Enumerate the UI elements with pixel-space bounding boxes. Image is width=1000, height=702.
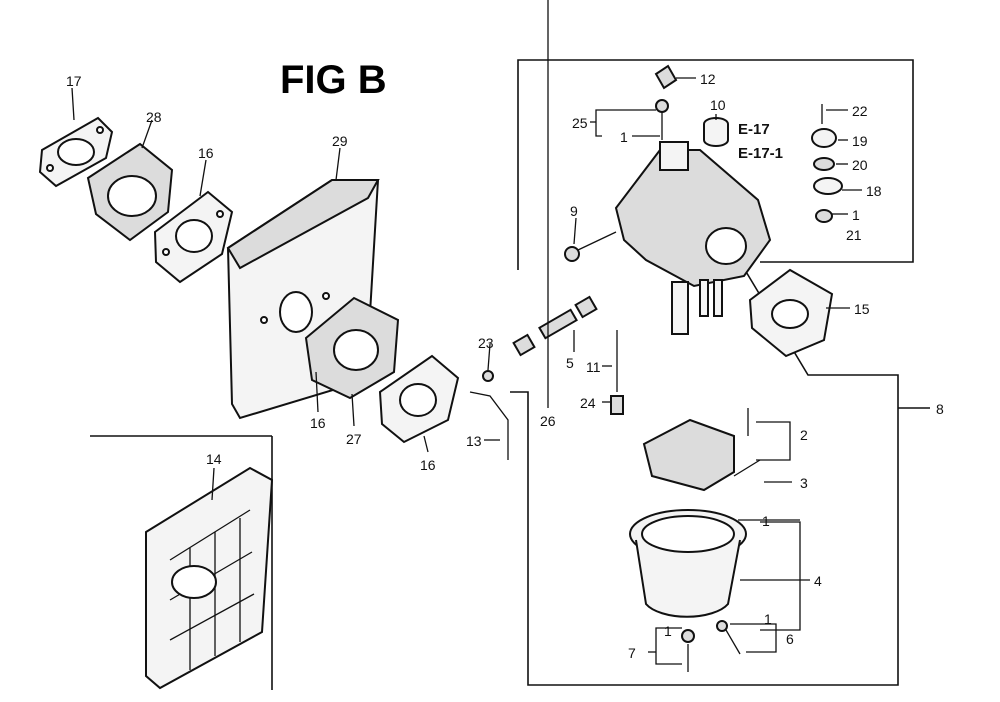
callout-16-a: 16 (198, 145, 214, 161)
small-parts (469, 295, 624, 460)
callout-1-a: 1 (620, 129, 628, 145)
callout-14: 14 (206, 451, 222, 467)
callout-10: 10 (710, 97, 726, 113)
callout-27: 27 (346, 431, 362, 447)
part-9-screw (564, 231, 617, 262)
right-small-parts (811, 104, 843, 223)
callout-29: 29 (332, 133, 348, 149)
callout-2: 2 (800, 427, 808, 443)
carburetor-body (614, 141, 772, 335)
callout-26: 26 (540, 413, 556, 429)
part-14-element (145, 466, 274, 690)
top-small-parts (654, 64, 729, 147)
callout-9: 9 (570, 203, 578, 219)
part-15-gasket (748, 268, 834, 358)
callout-1-e: 1 (664, 623, 672, 639)
part-16-gasket-c (378, 354, 460, 444)
callout-22: 22 (852, 103, 868, 119)
callout-1-b: 1 (852, 207, 860, 223)
leader-lines (71, 0, 862, 665)
callout-20: 20 (852, 157, 868, 173)
callout-4: 4 (814, 573, 822, 589)
callout-16-b: 16 (310, 415, 326, 431)
callout-8: 8 (936, 401, 944, 417)
callout-16-c: 16 (420, 457, 436, 473)
reference-e17-1: E-17-1 (738, 145, 783, 162)
callout-1-c: 1 (762, 513, 770, 529)
float-chamber-group (629, 408, 761, 672)
callout-12: 12 (700, 71, 716, 87)
callout-23: 23 (478, 335, 494, 351)
callout-24: 24 (580, 395, 596, 411)
callout-13: 13 (466, 433, 482, 449)
figure-title: FIG B (280, 58, 387, 102)
part-17-gasket (38, 116, 114, 188)
callout-18: 18 (866, 183, 882, 199)
callout-21: 21 (846, 227, 862, 243)
callout-5: 5 (566, 355, 574, 371)
reference-e17: E-17 (738, 121, 770, 138)
callout-7: 7 (628, 645, 636, 661)
callout-1-d: 1 (764, 611, 772, 627)
callout-15: 15 (854, 301, 870, 317)
part-16-gasket-a (153, 190, 234, 284)
callout-3: 3 (800, 475, 808, 491)
callout-19: 19 (852, 133, 868, 149)
callout-25: 25 (572, 115, 588, 131)
callout-6: 6 (786, 631, 794, 647)
part-28-insulator (86, 142, 174, 242)
callout-28: 28 (146, 109, 162, 125)
callout-11: 11 (586, 359, 601, 375)
assembly-frame (90, 59, 930, 690)
callout-17: 17 (66, 73, 82, 89)
part-27-insulator (304, 296, 400, 400)
